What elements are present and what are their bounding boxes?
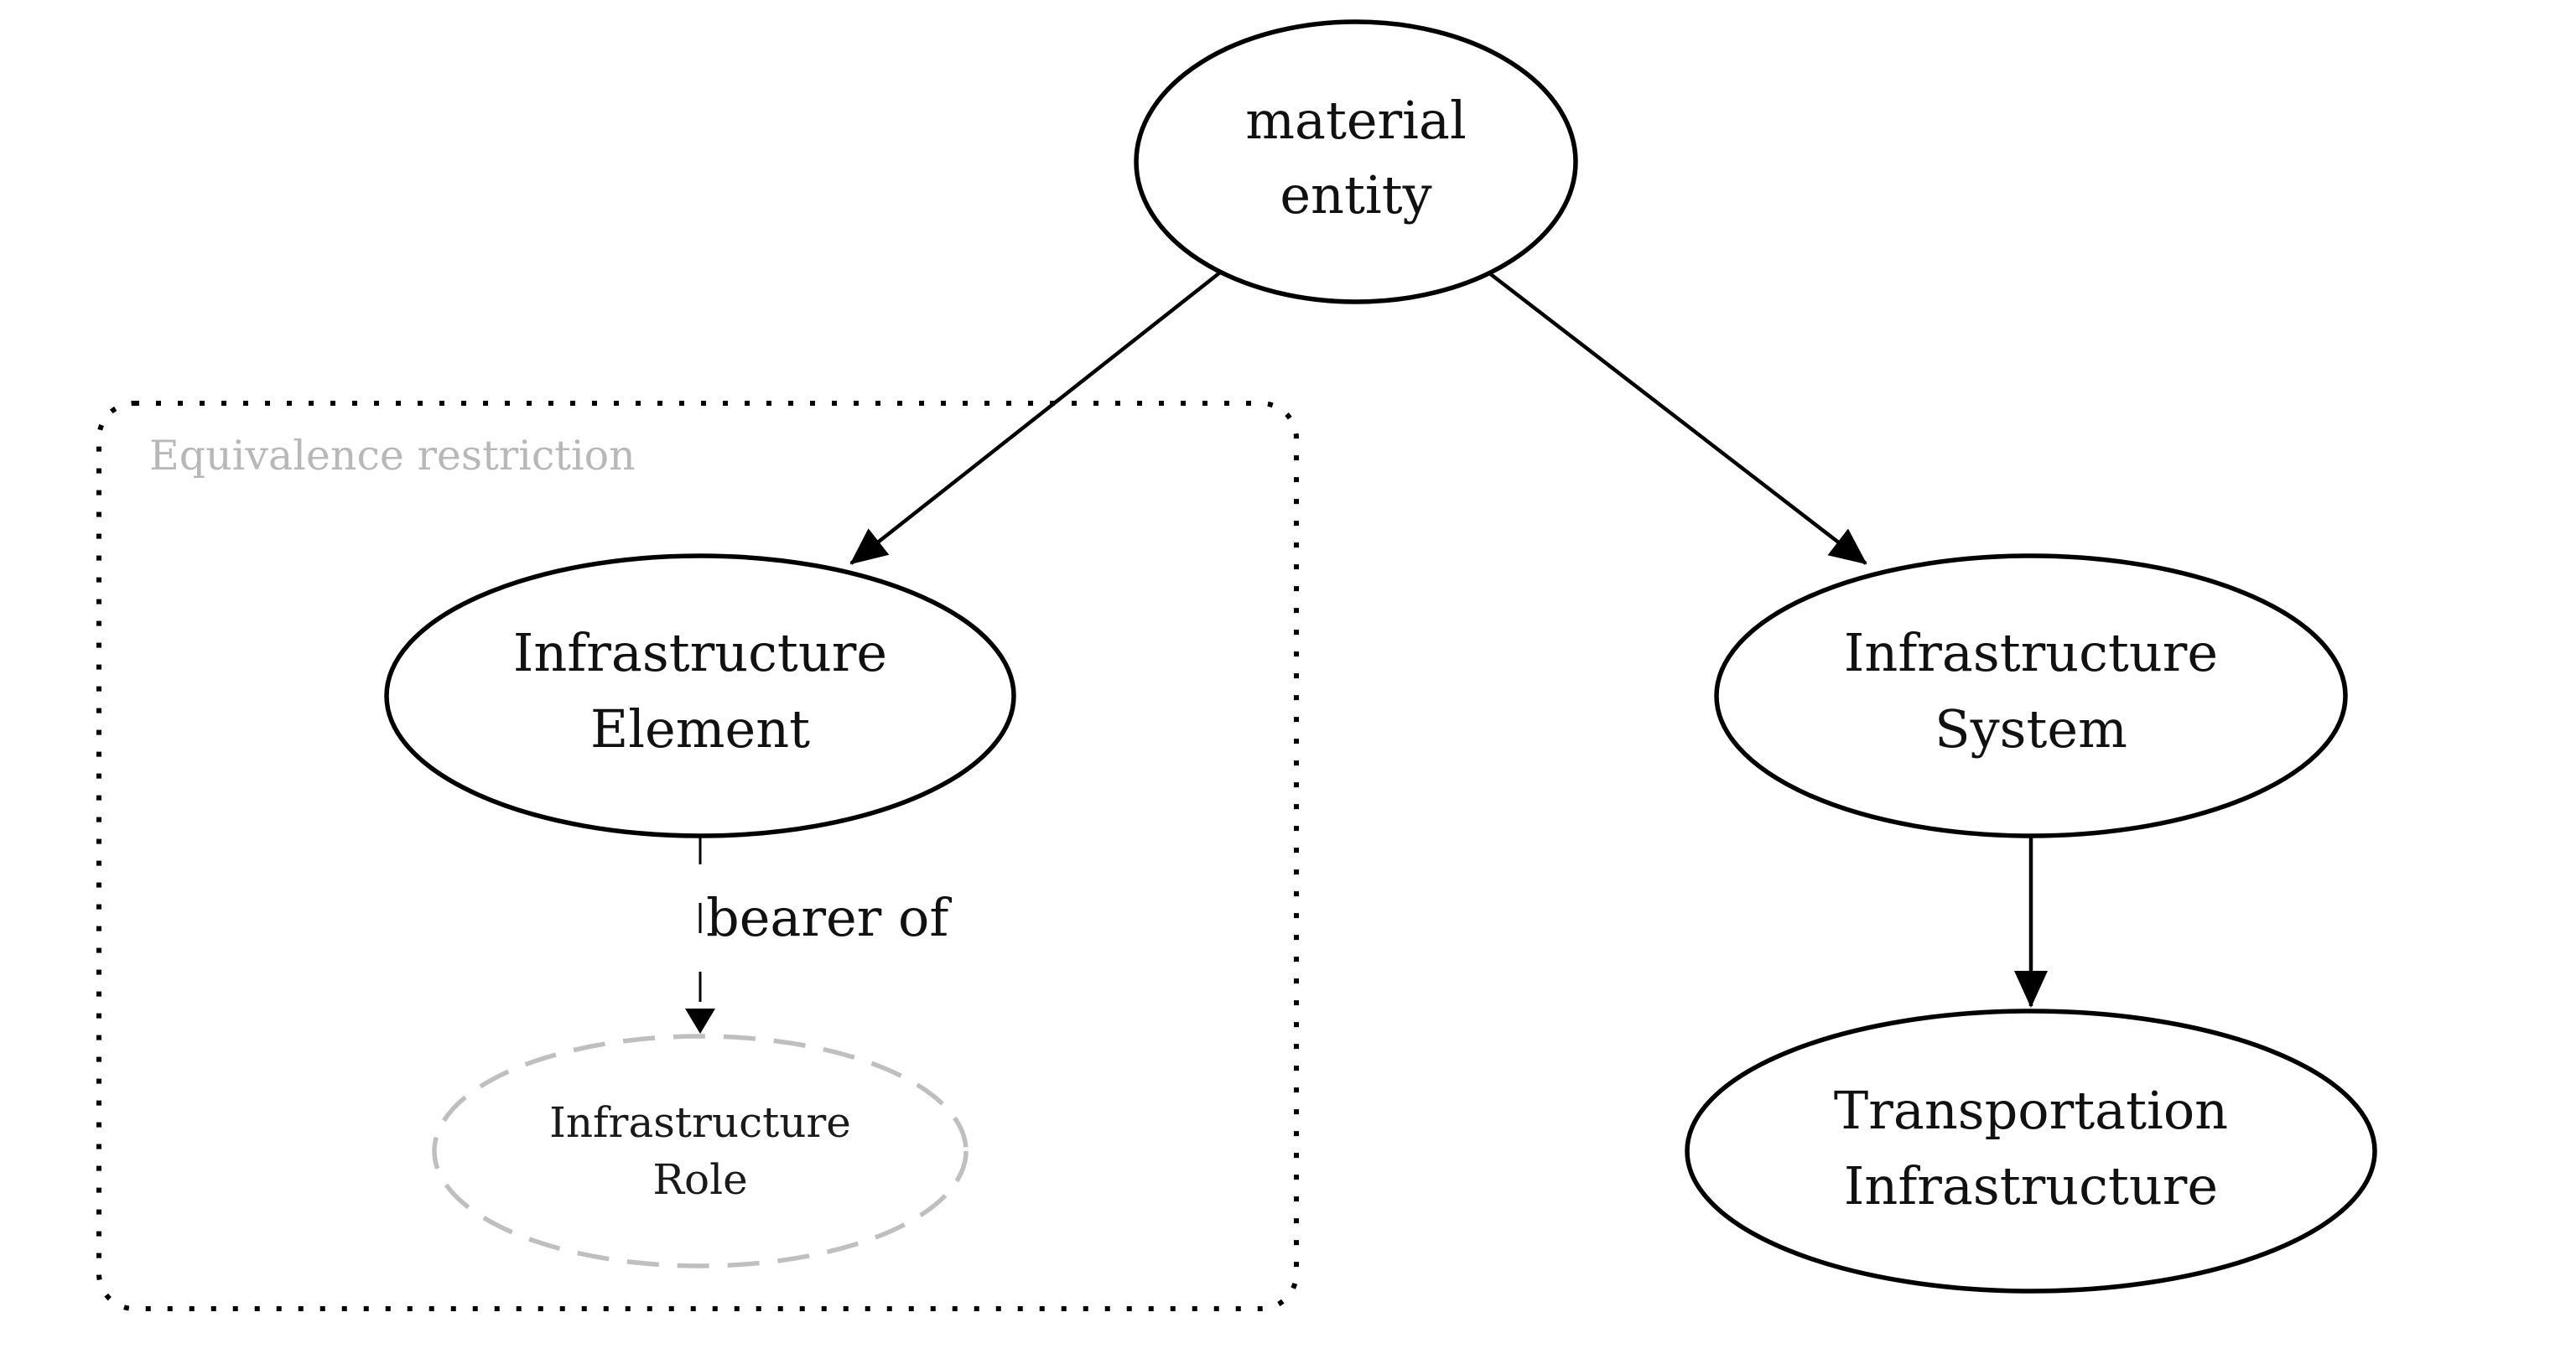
node-label-line-2: Infrastructure: [1844, 1155, 2218, 1216]
node-material-entity: material entity: [1134, 19, 1578, 304]
node-infrastructure-element: Infrastructure Element: [384, 553, 1016, 838]
node-infrastructure-system: Infrastructure System: [1714, 553, 2348, 838]
node-shape: [1714, 553, 2348, 838]
equivalence-restriction-cluster: Equivalence restriction: [96, 401, 1299, 1311]
node-label-line-2: entity: [1280, 164, 1431, 226]
node-label-line-2: Role: [652, 1155, 747, 1204]
node-shape: [1685, 1009, 2377, 1294]
node-label-line-1: Transportation: [1834, 1080, 2228, 1141]
edge-label-bearer-of: bearer of: [706, 887, 952, 948]
node-transportation-infrastructure: Transportation Infrastructure: [1685, 1009, 2377, 1294]
node-label-line-1: material: [1245, 90, 1467, 151]
node-label-line-1: Infrastructure: [549, 1098, 851, 1147]
node-label-line-1: Infrastructure: [1844, 622, 2218, 683]
edge-material-entity-to-infrastructure-system: [1487, 271, 1867, 565]
node-shape: [384, 553, 1016, 838]
node-shape: [1134, 19, 1578, 304]
node-label-line-1: Infrastructure: [513, 622, 887, 683]
edges: bearer of: [685, 271, 2048, 1034]
node-infrastructure-role: Infrastructure Role: [432, 1034, 969, 1268]
edge-material-entity-to-infrastructure-element: [849, 271, 1222, 565]
cluster-label: Equivalence restriction: [149, 432, 636, 480]
node-label-line-2: System: [1935, 698, 2127, 760]
node-label-line-2: Element: [590, 698, 810, 760]
node-shape: [432, 1034, 969, 1268]
